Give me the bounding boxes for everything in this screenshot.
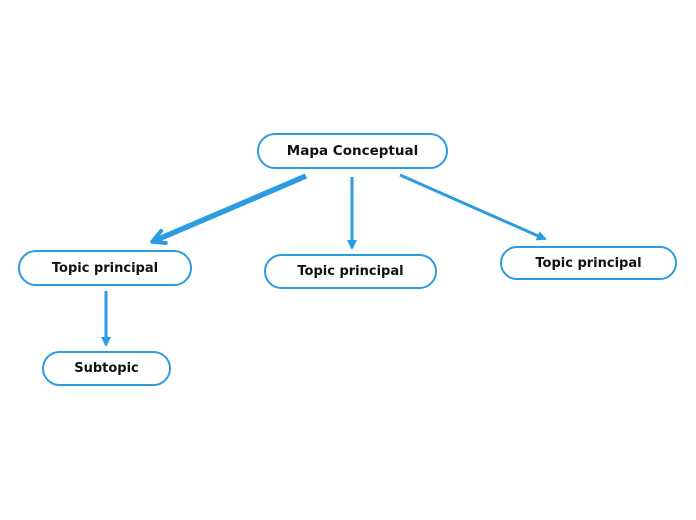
node-main-topic-right[interactable]: Topic principal bbox=[500, 246, 677, 280]
node-subtopic[interactable]: Subtopic bbox=[42, 351, 171, 386]
node-central-topic[interactable]: Mapa Conceptual bbox=[257, 133, 448, 169]
node-label: Topic principal bbox=[51, 260, 159, 276]
node-label: Topic principal bbox=[535, 255, 642, 271]
node-label: Subtopic bbox=[74, 361, 139, 376]
node-main-topic-center[interactable]: Topic principal bbox=[264, 254, 437, 289]
node-main-topic-left[interactable]: Topic principal bbox=[18, 250, 192, 286]
edge-root-to-topic-1 bbox=[150, 173, 308, 246]
node-label: Mapa Conceptual bbox=[286, 143, 419, 159]
edge-root-to-topic-3 bbox=[399, 173, 547, 241]
node-label: Topic principal bbox=[297, 264, 404, 279]
